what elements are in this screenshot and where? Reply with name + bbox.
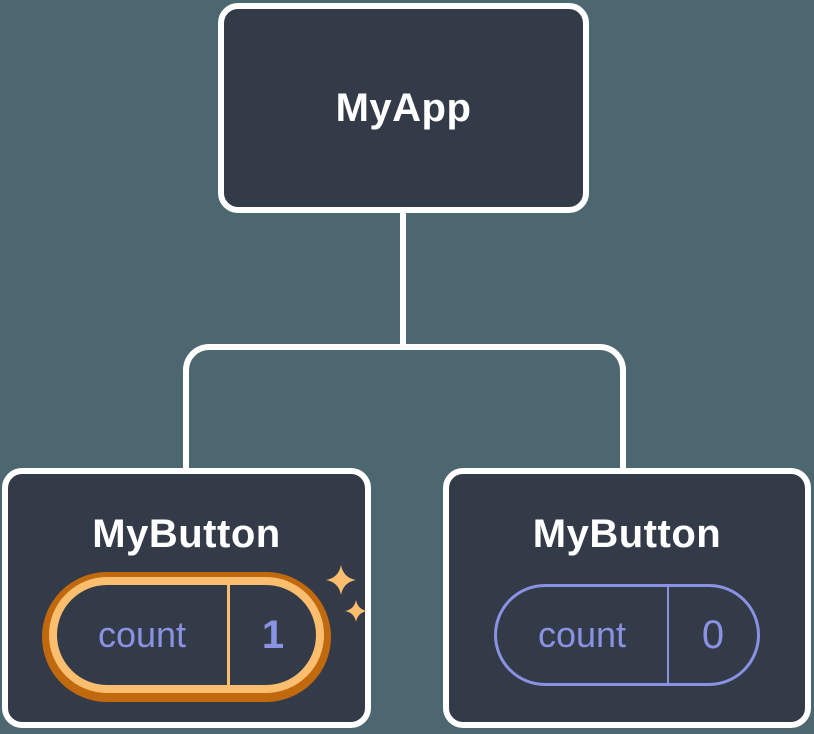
node-mybutton-2: MyButton count 0 <box>443 468 811 728</box>
node-title: MyButton <box>92 512 281 556</box>
node-title: MyButton <box>532 512 722 556</box>
state-value: 0 <box>701 612 725 657</box>
node-myapp: MyApp <box>218 3 589 213</box>
state-value: 1 <box>261 612 285 657</box>
sparkles-icon <box>326 565 367 622</box>
node-title: MyApp <box>335 85 472 130</box>
node-mybutton-1: MyButton count 1 <box>2 468 371 728</box>
state-pill: count 0 <box>494 584 760 686</box>
state-key-label: count <box>497 587 669 683</box>
connector-root-stub <box>400 208 406 348</box>
state-key-label: count <box>57 585 230 685</box>
state-pill-highlighted: count 1 <box>49 577 324 693</box>
connector-branches <box>183 344 626 472</box>
